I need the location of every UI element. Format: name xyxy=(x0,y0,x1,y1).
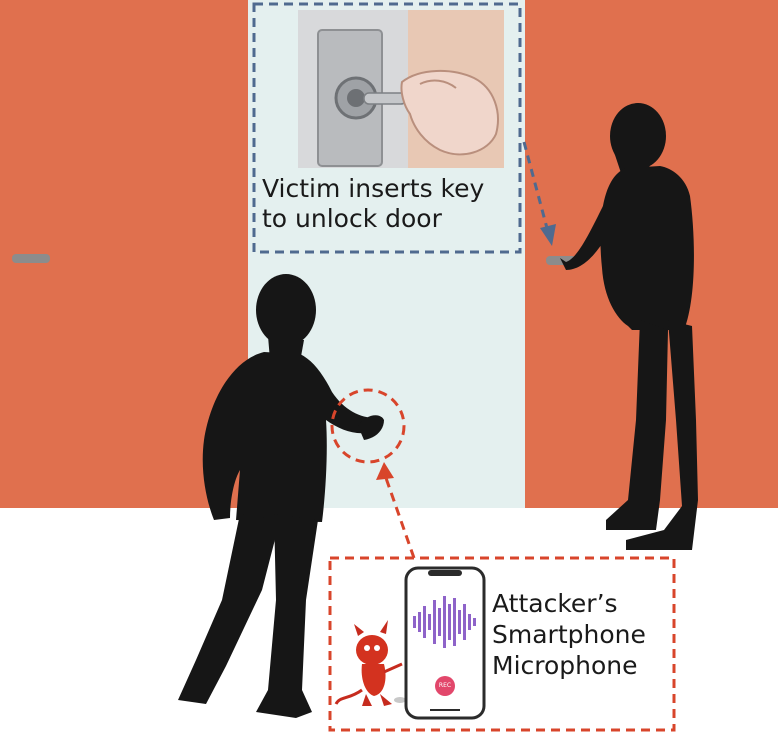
record-label: REC xyxy=(438,682,452,689)
attacker-caption-line-3: Microphone xyxy=(492,651,638,680)
attacker-hand-circle xyxy=(330,388,406,464)
victim-caption-line-1: Victim inserts key xyxy=(262,174,485,203)
smartphone-icon xyxy=(404,566,486,720)
waveform-icon xyxy=(413,596,476,648)
victim-arrowhead xyxy=(540,224,556,246)
victim-caption-line-2: to unlock door xyxy=(262,204,442,233)
victim-caption: Victim inserts key to unlock door xyxy=(262,174,522,234)
attacker-silhouette xyxy=(178,274,384,718)
attacker-caption-line-1: Attacker’s xyxy=(492,589,618,618)
devil-icon xyxy=(334,620,406,706)
key-lock-illustration xyxy=(298,10,504,168)
attacker-caption: Attacker’s Smartphone Microphone xyxy=(492,588,682,681)
attacker-caption-line-2: Smartphone xyxy=(492,620,646,649)
victim-silhouette xyxy=(560,103,698,550)
left-door-handle xyxy=(12,254,50,263)
record-button xyxy=(435,676,455,696)
victim-arrow xyxy=(522,141,550,233)
attacker-arrowhead xyxy=(376,462,394,480)
